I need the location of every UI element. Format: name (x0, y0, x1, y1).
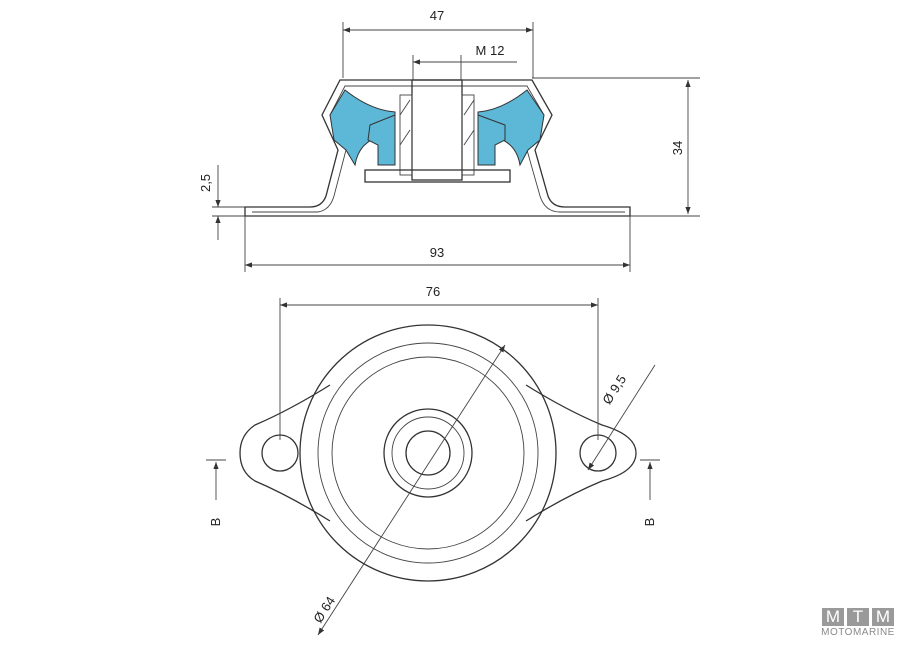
logo-name: MOTOMARINE (821, 627, 895, 638)
section-mark-left: B (208, 518, 223, 527)
logo-letter: M (872, 608, 894, 626)
dim-total-length: 93 (430, 245, 444, 260)
logo-letter: T (847, 608, 869, 626)
top-plan-view (206, 298, 660, 636)
mounting-hole-left (261, 434, 299, 472)
side-section-view (212, 22, 700, 272)
dim-thread: M 12 (476, 43, 505, 58)
dim-hole-diameter: Ø 9,5 (599, 372, 629, 407)
mounting-hole-right (579, 434, 617, 472)
dim-top-width: 47 (430, 8, 444, 23)
motomarine-logo: M T M MOTOMARINE (818, 608, 898, 639)
dim-hole-spacing: 76 (426, 284, 440, 299)
dim-flange-thickness: 2,5 (198, 174, 213, 192)
dim-height: 34 (670, 141, 685, 155)
logo-letter: M (822, 608, 844, 626)
section-mark-right: B (642, 518, 657, 527)
